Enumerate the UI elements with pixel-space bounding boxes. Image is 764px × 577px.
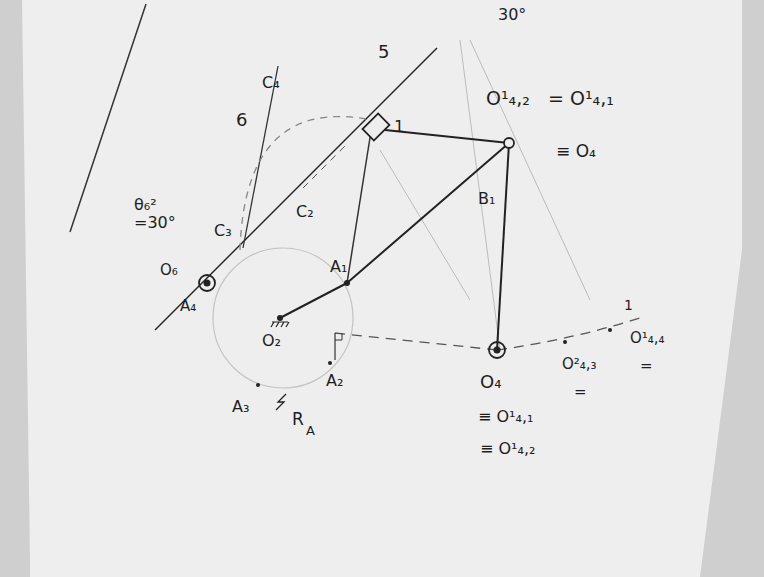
sketch-label: ≡ O₄ xyxy=(556,142,596,161)
ground-pivot xyxy=(489,342,505,358)
ground-pivot xyxy=(494,347,501,354)
crank xyxy=(280,283,347,318)
sketch-label: θ₆² =30° xyxy=(134,196,192,231)
sketch-label: = O¹₄,₁ xyxy=(548,88,614,109)
construction-line xyxy=(470,40,590,300)
pin-joint xyxy=(344,280,350,286)
ground-pivot xyxy=(199,275,215,291)
sketch-label: 6 xyxy=(236,110,247,130)
ground-hatch xyxy=(271,322,289,327)
radius-mark xyxy=(276,394,286,410)
sketch-label: 30° xyxy=(498,6,526,24)
sketch-label: = xyxy=(640,358,653,375)
sketch-label: A₁ xyxy=(330,258,347,276)
sketch-label: ≡ O¹₄,₂ xyxy=(480,440,535,458)
sketch-label: O¹₄,₂ xyxy=(486,88,530,109)
point xyxy=(328,361,332,365)
construction-line xyxy=(380,150,470,300)
line-six xyxy=(243,66,278,248)
link xyxy=(347,125,372,283)
dashed-line xyxy=(335,333,497,350)
dashed-line xyxy=(303,143,348,188)
sketch-label: O₄ xyxy=(480,372,501,392)
sketch-label: O¹₄,₄ xyxy=(630,330,665,347)
sketch-label: A₂ xyxy=(326,372,343,390)
slider-block xyxy=(363,114,390,141)
sketch-label: C₄ xyxy=(262,74,280,92)
sketch-label: A xyxy=(306,424,315,438)
circle-ra xyxy=(213,248,353,388)
sketch-label: 1 xyxy=(624,298,633,313)
sketch-label: C₂ xyxy=(296,203,314,221)
sketch-label: 1 xyxy=(394,118,404,136)
pin-joint xyxy=(504,138,514,148)
coupler xyxy=(347,143,509,283)
sketch-label: C₃ xyxy=(214,222,232,240)
sketch-label: ≡ O¹₄,₁ xyxy=(478,408,533,426)
dashed-arc xyxy=(240,117,372,250)
point xyxy=(563,340,567,344)
sketch-label: 5 xyxy=(378,42,389,62)
paper-sheet xyxy=(22,0,742,577)
sketch-label: R xyxy=(292,410,304,429)
ground-pivot xyxy=(204,280,211,287)
ground-pivot xyxy=(277,315,283,321)
point xyxy=(256,383,260,387)
point xyxy=(608,328,612,332)
sketch-label: A₃ xyxy=(232,398,249,416)
sketch-label: O₂ xyxy=(262,332,281,350)
sketch-label: A₄ xyxy=(180,298,196,315)
right-angle-mark xyxy=(335,333,342,340)
perpendicular xyxy=(334,333,335,360)
slider-axis xyxy=(155,48,437,330)
sketch-label: B₁ xyxy=(478,190,495,208)
slider-block xyxy=(363,114,390,141)
dashed-arc xyxy=(497,318,640,350)
sketch-label: O²₄,₃ xyxy=(562,356,597,373)
rocker xyxy=(497,143,509,350)
sketch-label: O₆ xyxy=(160,262,178,279)
sketch-label: = xyxy=(574,384,587,401)
construction-line xyxy=(460,40,500,350)
